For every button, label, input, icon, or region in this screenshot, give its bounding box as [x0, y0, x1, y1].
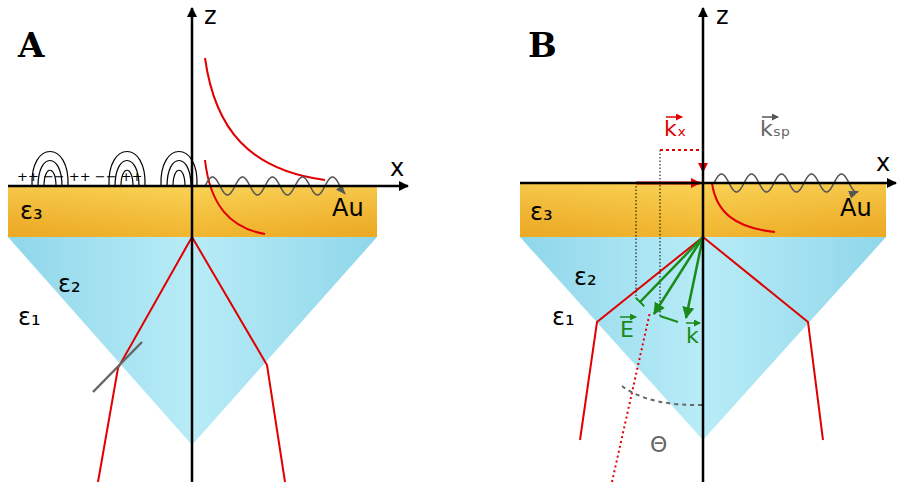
vector-label: kₓ: [664, 118, 687, 140]
panel-a: [8, 8, 408, 482]
vector-label: kₛₚ: [760, 118, 790, 140]
medium-label: ε₁: [18, 305, 41, 329]
medium-label: ε₂: [58, 272, 81, 296]
axis-label: z: [716, 4, 729, 28]
medium-label: ε₃: [20, 199, 43, 223]
panel-letter: A: [18, 28, 44, 62]
material-label: Au: [332, 196, 364, 220]
axis-label: x: [876, 151, 890, 175]
vector-label: k: [686, 325, 699, 347]
medium-label: ε₂: [574, 265, 597, 289]
vector-label: E: [620, 319, 634, 341]
axis-label: x: [390, 156, 404, 180]
charge-label: ++ −− ++ −− ++: [17, 170, 142, 183]
medium-label: ε₃: [530, 200, 553, 224]
material-label: Au: [840, 196, 872, 220]
axis-label: z: [204, 4, 217, 28]
angle-label: Θ: [650, 434, 667, 456]
medium-label: ε₁: [552, 305, 575, 329]
panel-letter: B: [528, 28, 557, 62]
panel-b: [520, 8, 896, 482]
